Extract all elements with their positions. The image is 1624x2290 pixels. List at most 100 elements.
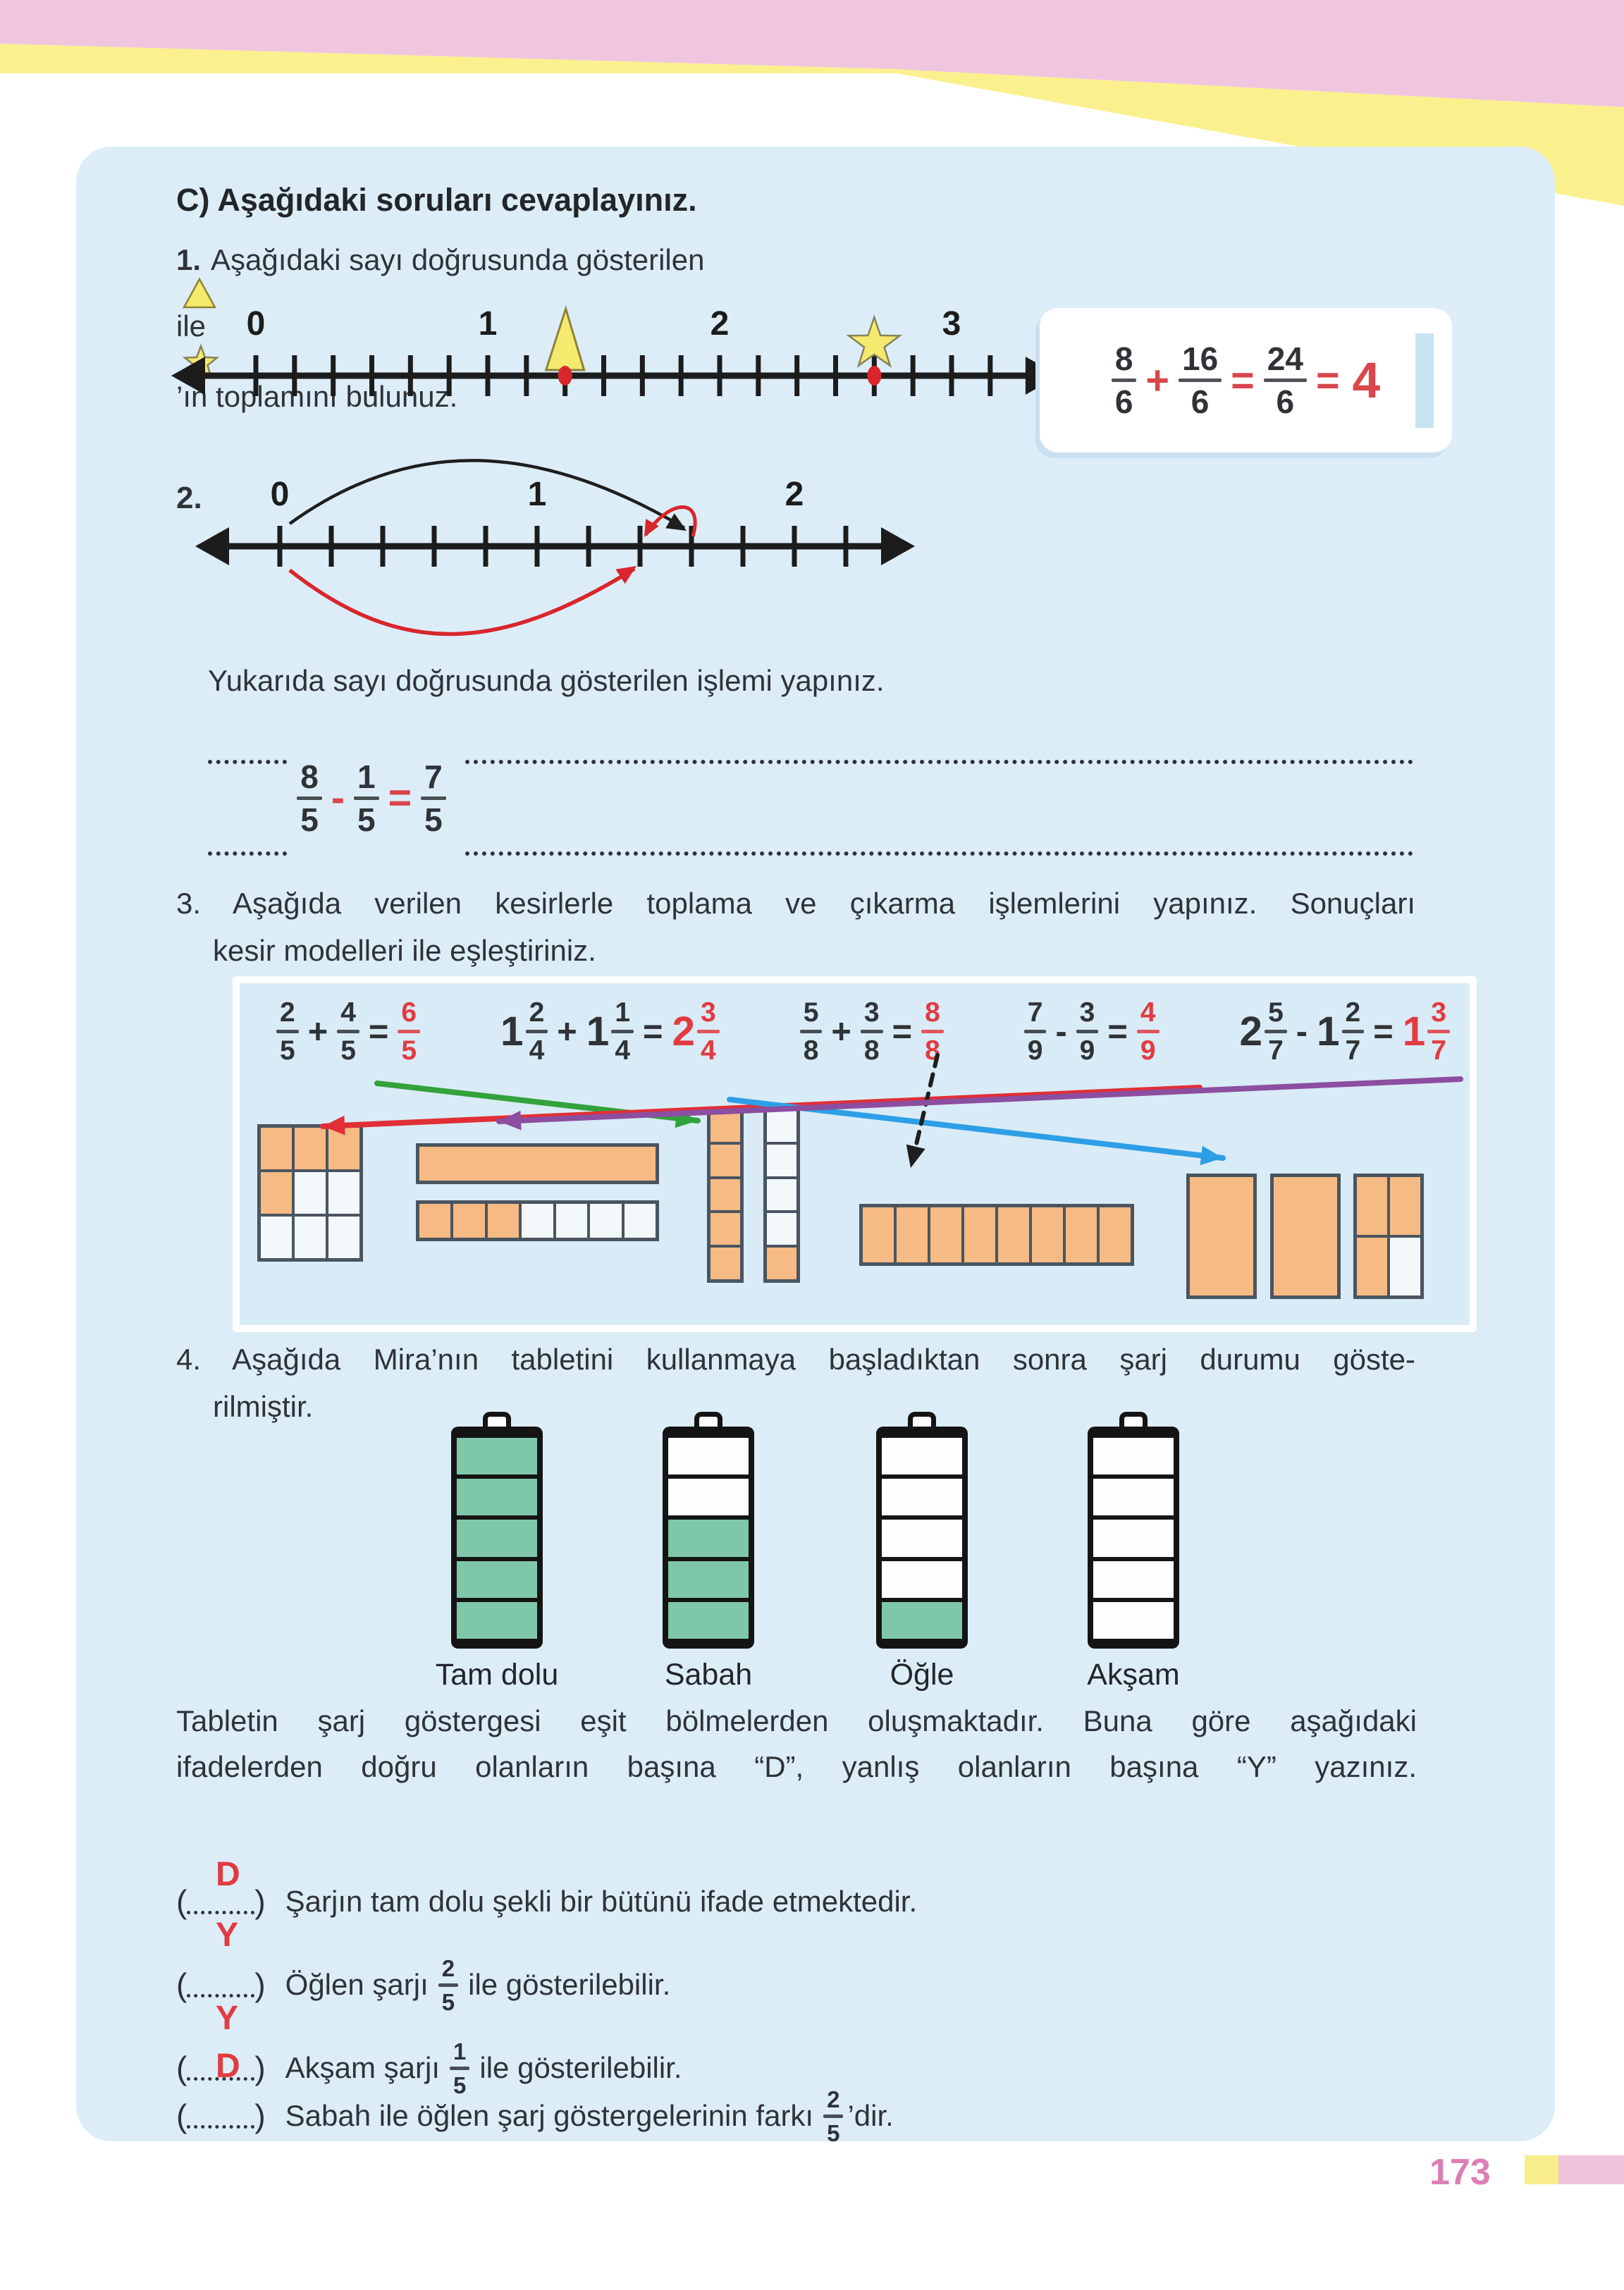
model-cell [327, 1126, 361, 1171]
model-cell [709, 1212, 742, 1247]
battery-segment [1093, 1520, 1174, 1557]
model-ninths-grid [257, 1124, 363, 1262]
numberline-label: 0 [247, 305, 266, 343]
question-1-text: 1.Aşağıdaki sayı doğrusunda gösterilen i… [176, 243, 705, 413]
model-cell [1031, 1206, 1064, 1264]
whole-number: 1 [586, 1009, 610, 1054]
fraction-denominator: 5 [300, 801, 319, 838]
fraction-bar [525, 1030, 548, 1033]
question-4-text-line2: rilmiştir. [213, 1390, 314, 1423]
fraction-denominator: 9 [1140, 1035, 1156, 1066]
battery-segment [668, 1520, 749, 1557]
fraction-denominator: 4 [701, 1035, 716, 1066]
battery-segment [882, 1520, 962, 1557]
fraction-bar [1341, 1030, 1365, 1033]
operator: = [1107, 1012, 1128, 1051]
model-cell [1064, 1206, 1098, 1264]
fraction-bar [398, 1030, 421, 1033]
question-2-number: 2. [176, 481, 202, 515]
fraction-denominator: 8 [803, 1035, 819, 1066]
statement-dots [187, 2056, 255, 2081]
fraction-bar [611, 1030, 634, 1033]
fraction-denominator: 5 [441, 1988, 455, 2015]
model-cell [520, 1202, 555, 1239]
match-six-fifths [374, 1081, 701, 1124]
battery-body [451, 1427, 543, 1649]
answer-dots [465, 739, 1413, 764]
fraction-denominator: 4 [529, 1035, 545, 1066]
operator: - [1296, 1012, 1308, 1051]
statement-text: Sabah ile öğlen şarj göstergelerinin far… [285, 2088, 894, 2145]
statement-answer: D [216, 1856, 240, 1893]
fraction-bar [823, 2114, 844, 2118]
fraction-numerator: 8 [925, 997, 940, 1028]
battery-3 [876, 1412, 968, 1649]
model-cell [1389, 1236, 1422, 1297]
answer-dots [465, 830, 1413, 856]
triangle-icon [182, 277, 217, 309]
fraction-bar [297, 796, 322, 800]
fraction-bar [1023, 1030, 1047, 1033]
model-cell [709, 1177, 742, 1212]
statement-post: ’dir. [847, 2099, 894, 2132]
fraction-bar [337, 1030, 359, 1033]
fraction-numerator: 8 [1114, 340, 1133, 377]
statement-answer: Y [216, 1916, 239, 1954]
fraction-numerator: 6 [401, 997, 417, 1028]
highlight-bar [1415, 333, 1434, 428]
model-whole-square-b [1270, 1174, 1341, 1299]
model-cell [765, 1177, 798, 1212]
numberline-label: 1 [528, 476, 547, 513]
fraction-denominator: 5 [424, 801, 443, 838]
fraction-denominator: 5 [340, 1035, 356, 1066]
whole-number: 1 [1317, 1009, 1340, 1054]
fraction-denominator: 4 [615, 1035, 631, 1066]
model-cell [1188, 1176, 1255, 1297]
model-cell [418, 1202, 453, 1239]
fraction-numerator: 1 [357, 758, 376, 795]
battery-segment [882, 1438, 962, 1475]
statement-pre: Sabah ile öğlen şarj göstergelerinin far… [285, 2099, 814, 2132]
banner-pink-shape [0, 0, 1624, 107]
operator: = [1231, 357, 1255, 403]
paren-close: ) [254, 1966, 266, 2003]
model-cell [452, 1202, 486, 1239]
fraction-denominator: 5 [827, 2119, 840, 2146]
fraction-bar [1265, 1030, 1287, 1033]
battery-body [876, 1427, 968, 1649]
model-cell [997, 1206, 1031, 1264]
fraction-bar [1427, 1030, 1450, 1033]
operator: - [1055, 1012, 1067, 1051]
fraction-denominator: 7 [1268, 1035, 1284, 1066]
fraction-denominator: 7 [1345, 1035, 1361, 1066]
battery-segment [668, 1438, 749, 1475]
operator: - [331, 775, 345, 820]
fraction-numerator: 5 [1268, 997, 1284, 1028]
battery-label: Öğle [890, 1658, 954, 1692]
fraction-denominator: 7 [1431, 1035, 1446, 1066]
battery-segment [1093, 1601, 1174, 1639]
fraction-bar [1263, 378, 1307, 382]
fraction-denominator: 5 [453, 2072, 467, 2098]
whole-number: 2 [672, 1009, 696, 1054]
fraction-numerator: 3 [1079, 997, 1095, 1028]
